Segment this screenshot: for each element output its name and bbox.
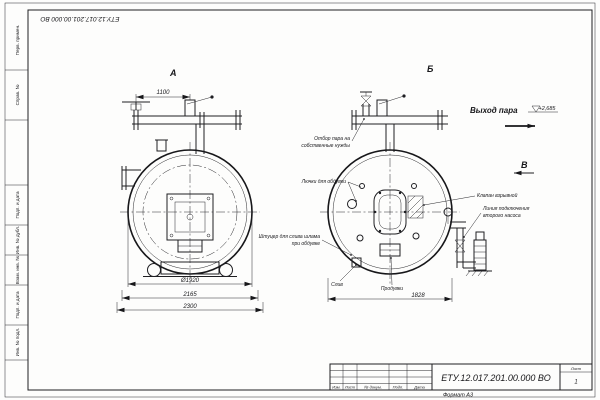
elevation-mark — [531, 105, 541, 113]
support-base — [160, 261, 220, 275]
left-margin-column: Перв. примен. Справ. № Подп. и дата Инв.… — [5, 25, 28, 361]
blowdown-hatch — [347, 199, 357, 209]
doc-number-stamp: ЕТУ.12.017.201.00.000 ВО — [441, 373, 550, 383]
feed-pump — [473, 239, 487, 271]
stamp-col-dokum: № докум. — [364, 385, 382, 390]
margin-field-label: Подп. и дата — [15, 291, 20, 319]
callout-sludge: Штуцер для слива шлама — [259, 234, 321, 240]
steam-outlet-group: Выход пара +2,685 — [470, 105, 558, 129]
support-roller — [147, 263, 161, 277]
stamp-col-izm: Изм. — [332, 385, 341, 390]
view-b: Б Выход пара — [259, 64, 558, 302]
margin-field-label: Справ. № — [15, 85, 20, 106]
view-b-piping — [351, 91, 448, 152]
dim-2300: 2300 — [182, 304, 197, 310]
margin-field-label: Инв. № подл. — [15, 328, 20, 357]
callout-pump-line: второго насоса — [483, 213, 521, 219]
margin-field-label: Подп. и дата — [15, 191, 20, 219]
view-a-shell — [120, 142, 260, 286]
callout-drain: Слив — [331, 282, 343, 288]
pump-line — [443, 207, 492, 277]
support-roller — [219, 263, 233, 277]
stamp-col-data: Дата — [413, 385, 425, 390]
margin-field-label: Перв. примен. — [15, 25, 20, 56]
elevation-value: +2,685 — [539, 106, 557, 112]
callout-pump-line: Линия подключения — [482, 206, 530, 212]
margin-field-label: Взам. инв. № — [15, 256, 20, 285]
explosion-valve — [407, 195, 424, 219]
steam-outlet-label: Выход пара — [470, 106, 518, 115]
view-b-shell — [320, 142, 460, 286]
sheet-frame: Перв. примен. Справ. № Подп. и дата Инв.… — [4, 2, 596, 399]
sheet-value: 1 — [574, 380, 577, 386]
view-direction-b: В — [514, 160, 534, 176]
dim-2165: 2165 — [182, 292, 197, 298]
view-a-dimensions: 1100 Ø1920 2165 2300 — [116, 90, 264, 313]
drain-stub — [351, 257, 362, 268]
view-dir-label: В — [521, 160, 528, 170]
shell-fitting — [156, 139, 167, 152]
callout-steam-tap: собственные нужды — [301, 143, 350, 149]
dim-1828: 1828 — [411, 293, 425, 299]
stamp-col-podp: Подп. — [393, 385, 404, 390]
view-b-label: Б — [427, 64, 434, 74]
doc-number-top: ЕТУ.12.017.201.00.000 ВО — [40, 15, 119, 22]
callout-steam-tap: Отбор пара на — [314, 136, 350, 142]
callout-sludge: при обдувке — [292, 241, 321, 247]
callout-blowdown: Продувки — [381, 286, 403, 292]
safety-valve — [376, 99, 388, 117]
dim-1100: 1100 — [157, 90, 171, 96]
format-label: Формат А3 — [443, 393, 474, 399]
sheet-label: Лист — [570, 366, 582, 371]
burner-plate — [166, 193, 214, 241]
view-a: А — [116, 68, 264, 313]
callout-hatches: Лючки для обдувки — [301, 179, 347, 185]
margin-field-label: Инв. № дубл. — [15, 226, 20, 254]
callout-explosion-valve: Клапан взрывной — [477, 192, 518, 199]
blowdown-hatch — [359, 183, 365, 189]
view-a-label: А — [169, 68, 177, 78]
title-block: Изм. Лист № докум. Подп. Дата ЕТУ.12.017… — [329, 363, 593, 391]
view-b-dimensions: 1828 — [327, 278, 453, 302]
dim-diameter: Ø1920 — [180, 278, 200, 284]
view-a-piping — [122, 95, 242, 154]
view-b-callouts: Отбор пара на собственные нужды Лючки дл… — [259, 118, 530, 292]
stamp-col-list: Лист — [344, 385, 356, 390]
